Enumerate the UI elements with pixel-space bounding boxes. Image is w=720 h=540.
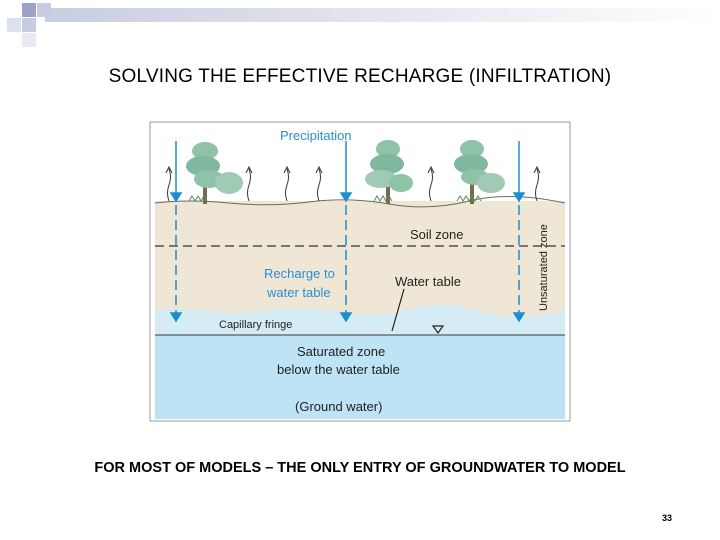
capillary-fringe-label: Capillary fringe — [219, 319, 292, 331]
recharge-label-line1: Recharge to — [264, 266, 335, 281]
recharge-arrows — [169, 205, 526, 323]
page-number: 33 — [662, 513, 673, 523]
slide-caption: FOR MOST OF MODELS – THE ONLY ENTRY OF G… — [94, 460, 626, 476]
recharge-diagram: Precipitation Soil zone Unsaturated zone… — [149, 121, 571, 422]
precipitation-label: Precipitation — [280, 128, 352, 143]
water-table-pointer — [391, 288, 405, 332]
slide-title: SOLVING THE EFFECTIVE RECHARGE (INFILTRA… — [108, 66, 612, 87]
saturated-zone-label-line2: below the water table — [277, 362, 400, 377]
recharge-label-line2: water table — [266, 285, 331, 300]
tree-icon — [365, 140, 413, 204]
ground-surface — [154, 196, 566, 208]
water-table-symbol — [431, 325, 445, 335]
capillary-fringe-band — [155, 304, 565, 335]
soil-layer — [155, 201, 565, 319]
saturated-water — [155, 335, 565, 419]
tree-icon — [454, 140, 505, 204]
ground-water-label: (Ground water) — [295, 399, 382, 414]
water-table-label: Water table — [395, 274, 461, 289]
tree-icon — [186, 142, 243, 204]
unsaturated-zone-label: Unsaturated zone — [538, 224, 550, 311]
corner-decoration — [7, 3, 720, 47]
saturated-zone-label-line1: Saturated zone — [297, 344, 385, 359]
evaporation-arrows — [165, 165, 541, 202]
precipitation-arrows — [169, 141, 526, 203]
soil-zone-label: Soil zone — [410, 227, 463, 242]
